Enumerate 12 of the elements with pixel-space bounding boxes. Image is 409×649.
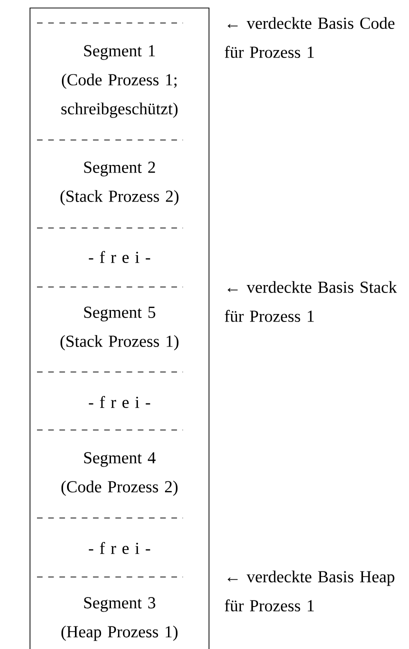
segment-label: Segment 3 (Heap Prozess 1) — [61, 597, 178, 641]
free-label: - f r e i - — [88, 396, 150, 408]
free-label: - f r e i - — [88, 251, 150, 263]
side-note: ← verdeckte Basis Heap für Prozess 1 — [224, 570, 394, 612]
free-label: - f r e i - — [88, 542, 150, 554]
segment-label: Segment 4 (Code Prozess 2) — [61, 452, 178, 496]
segment-label: Segment 2 (Stack Prozess 2) — [60, 162, 178, 206]
segment-label: Segment 5 (Stack Prozess 1) — [60, 306, 178, 350]
side-note: ← verdeckte Basis Code für Prozess 1 — [224, 17, 394, 58]
side-note: ← verdeckte Basis Stack für Prozess 1 — [224, 281, 397, 322]
segment-label: Segment 1 (Code Prozess 1; schreibgeschützt) — [61, 45, 178, 118]
memory-column — [30, 8, 210, 649]
